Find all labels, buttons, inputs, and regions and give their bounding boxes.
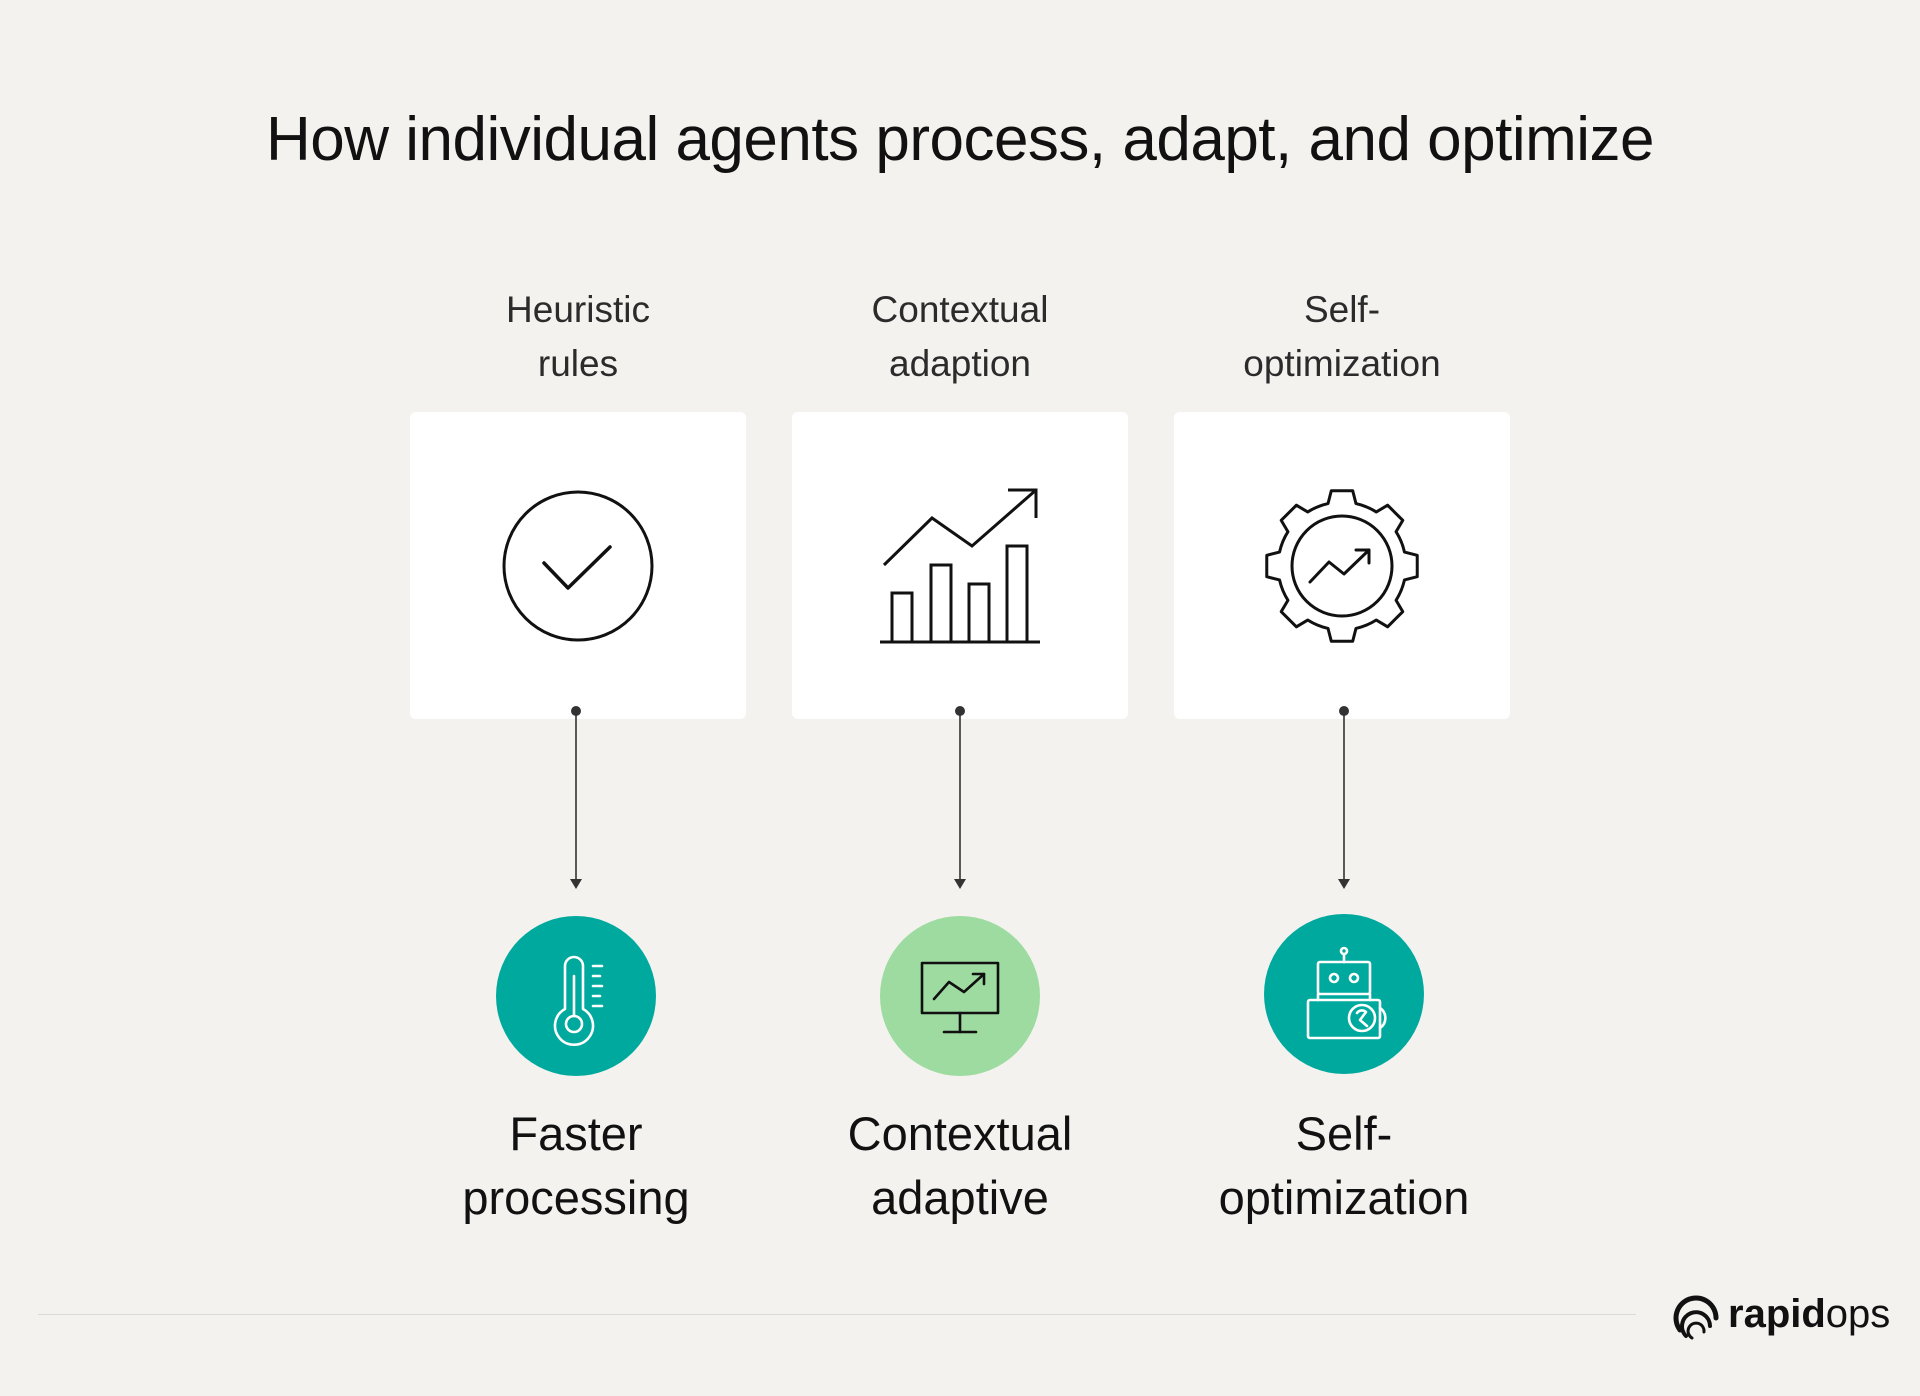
outcome-label-line1: Contextual (847, 1107, 1073, 1160)
outcome-label-contextual-adaptive: Contextual adaptive (770, 1102, 1150, 1230)
robot-wrench-icon (1306, 946, 1387, 1040)
check-circle-icon (502, 490, 654, 642)
card-self-optimization (1174, 412, 1510, 719)
rapidops-logo-text: rapidops (1728, 1292, 1890, 1337)
rapidops-logo-icon (1673, 1295, 1719, 1340)
outcome-circle-contextual-adaptive (880, 916, 1040, 1076)
outcome-label-line2: processing (462, 1171, 690, 1224)
outcome-circle-self-optimization (1264, 914, 1424, 1074)
column-label-line1: Contextual (871, 289, 1049, 330)
card-heuristic-rules (410, 412, 746, 719)
column-label-line1: Self- (1303, 289, 1381, 330)
gear-trend-icon (1265, 489, 1419, 643)
column-label-line2: optimization (1243, 343, 1441, 384)
column-label-line2: rules (537, 343, 619, 384)
logo-text-light: ops (1825, 1292, 1891, 1336)
column-label-heuristic-rules: Heuristic rules (410, 283, 746, 391)
bar-chart-trend-icon (880, 488, 1040, 644)
outcome-label-line1: Self- (1295, 1107, 1393, 1160)
outcome-label-line2: optimization (1218, 1171, 1470, 1224)
column-label-contextual-adaption: Contextual adaption (792, 283, 1128, 391)
column-label-self-optimization: Self- optimization (1174, 283, 1510, 391)
column-label-line2: adaption (889, 343, 1031, 384)
monitor-chart-icon (920, 961, 1000, 1034)
arrow-down-self-optimization (1338, 706, 1350, 889)
page-title: How individual agents process, adapt, an… (265, 105, 1655, 174)
outcome-label-faster-processing: Faster processing (386, 1102, 766, 1230)
arrow-down-heuristic (570, 706, 582, 889)
outcome-circle-faster-processing (496, 916, 656, 1076)
outcome-label-line1: Faster (509, 1107, 643, 1160)
column-label-line1: Heuristic (506, 289, 650, 330)
arrow-down-contextual (954, 706, 966, 889)
card-contextual-adaption (792, 412, 1128, 719)
thermometer-icon (553, 955, 604, 1047)
outcome-label-self-optimization: Self- optimization (1154, 1102, 1534, 1230)
logo-text-bold: rapid (1728, 1292, 1826, 1336)
outcome-label-line2: adaptive (871, 1171, 1049, 1224)
footer-divider (38, 1314, 1636, 1315)
